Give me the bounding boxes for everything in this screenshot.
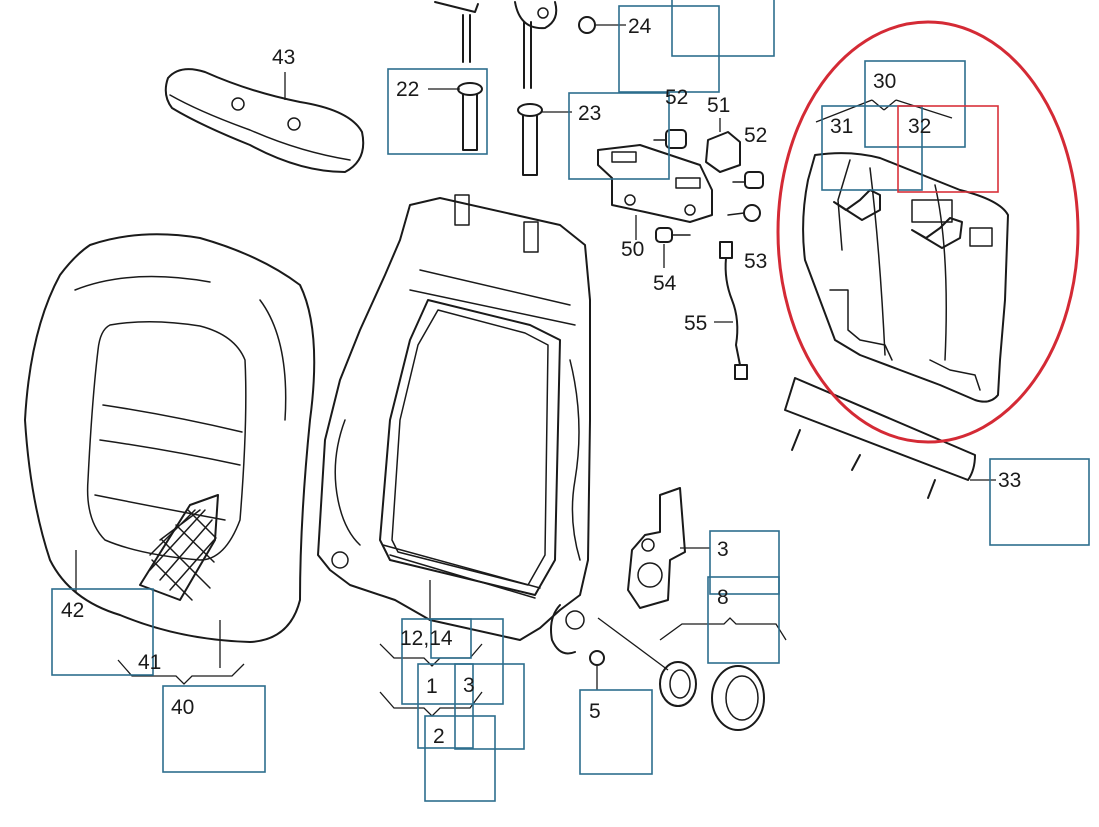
label-51: 51 [707, 94, 730, 117]
sensor-cable-part-55 [714, 241, 748, 380]
recliner-mechanism-part-3 [627, 487, 710, 609]
label-55: 55 [684, 312, 707, 335]
label-52-right: 52 [744, 124, 767, 147]
trim-strip-part-33 [784, 377, 996, 499]
pin-part-23 [517, 103, 572, 176]
seat-cushion-cover [24, 233, 316, 668]
fastener-part-54 [655, 227, 691, 268]
cap-part-51 [705, 118, 741, 173]
label-3-frame: 3 [463, 674, 475, 697]
screw-part-53 [727, 204, 761, 222]
armrest-pad-part-43 [164, 68, 365, 173]
clip-part-24 [578, 16, 626, 34]
headrest-bar-top [434, 1, 558, 89]
seat-back-panel-part-30 [802, 99, 1009, 403]
label-40: 40 [171, 696, 194, 719]
label-1: 1 [426, 675, 438, 698]
part-labels: 24 43 22 23 52 51 52 50 53 54 55 30 31 3… [61, 15, 1021, 748]
label-33: 33 [998, 469, 1021, 492]
label-12-14: 12,14 [400, 627, 453, 650]
label-43: 43 [272, 46, 295, 69]
label-41: 41 [138, 651, 161, 674]
label-8: 8 [717, 586, 729, 609]
label-2: 2 [433, 725, 445, 748]
label-50: 50 [621, 238, 644, 261]
label-30: 30 [873, 70, 896, 93]
highlight-boxes [51, 0, 1090, 802]
label-24: 24 [628, 15, 652, 38]
knob-part-8 [659, 617, 787, 731]
fastener-part-52-right [732, 171, 764, 189]
bolt-part-5 [589, 650, 605, 690]
label-53: 53 [744, 250, 767, 273]
label-54: 54 [653, 272, 677, 295]
label-52-left: 52 [665, 86, 688, 109]
highlight-ring [776, 20, 1080, 444]
label-22: 22 [396, 78, 419, 101]
label-3-recliner: 3 [717, 538, 729, 561]
label-5: 5 [589, 700, 601, 723]
label-31: 31 [830, 115, 853, 138]
label-32: 32 [908, 115, 931, 138]
fastener-part-52-left [653, 129, 687, 149]
label-23: 23 [578, 102, 601, 125]
bracket-plate-part-50 [597, 144, 713, 240]
pin-part-22 [428, 82, 483, 151]
seat-frame [317, 194, 669, 671]
label-42: 42 [61, 599, 84, 622]
